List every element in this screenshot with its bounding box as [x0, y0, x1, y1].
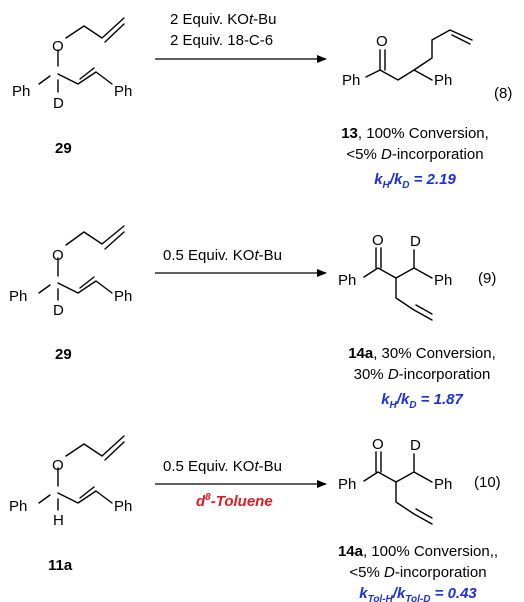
phenyl-label: Ph	[342, 72, 360, 89]
reagent-line-1: 0.5 Equiv. KOt-Bu	[163, 247, 282, 264]
kinetic-isotope-effect: kH/kD = 1.87	[381, 391, 463, 411]
compound-label-11a: 11a	[48, 557, 73, 574]
hydrogen-atom-label: H	[53, 512, 64, 529]
ph-carbon-bond	[38, 494, 51, 504]
ph-carbon-bond	[38, 75, 51, 85]
allyl-chain-bonds	[65, 17, 125, 39]
phenyl-label: Ph	[434, 272, 452, 289]
terminal-double-line	[415, 508, 433, 519]
allyl-chain-bonds	[65, 225, 125, 246]
equation-number: (8)	[494, 85, 512, 102]
compound-label-29: 29	[55, 140, 72, 157]
reactant-29-structure: O Ph D Ph	[12, 17, 132, 112]
reagent-line-2: 2 Equiv. 18-C-6	[170, 32, 273, 49]
allyl-chain-bonds	[395, 481, 433, 525]
phenyl-label: Ph	[114, 288, 132, 305]
phenyl-label: Ph	[338, 476, 356, 493]
product-14a-structure: O D Ph Ph	[338, 232, 452, 321]
reactant-11a-structure: O Ph H Ph	[9, 435, 132, 529]
reagent-line-1: 0.5 Equiv. KOt-Bu	[163, 458, 282, 475]
vinyl-double-bond-line	[79, 486, 95, 499]
allyl-double-bond-line	[104, 231, 125, 250]
vinyl-double-bond-line	[79, 276, 95, 289]
oxygen-atom-label: O	[52, 247, 64, 264]
reaction-8: O Ph D Ph 29 2 Equiv. KOt-Bu 2 Equiv. 18…	[12, 11, 512, 191]
allyl-double-bond-line	[104, 23, 125, 43]
equation-number: (10)	[474, 474, 501, 491]
carbonyl-oxygen-label: O	[376, 33, 388, 50]
phenyl-label: Ph	[114, 498, 132, 515]
deuterium-atom-label: D	[410, 437, 421, 454]
vinyl-double-bond-line	[79, 67, 95, 80]
terminal-double-line	[415, 304, 433, 315]
vinyl-bonds	[57, 280, 113, 294]
result-line-1: 14a, 100% Conversion,,	[338, 543, 498, 560]
phenyl-label: Ph	[9, 498, 27, 515]
vinyl-bonds	[57, 490, 113, 504]
kinetic-isotope-effect: kTol-H/kTol-D = 0.43	[359, 585, 477, 602]
compound-label-29: 29	[55, 346, 72, 363]
deuterium-atom-label: D	[410, 233, 421, 250]
carbonyl-oxygen-label: O	[372, 436, 384, 453]
backbone-bonds	[363, 471, 433, 483]
backbone-bonds	[363, 267, 433, 279]
product-13-structure: O Ph Ph	[342, 29, 473, 89]
phenyl-label: Ph	[114, 83, 132, 100]
phenyl-label: Ph	[338, 272, 356, 289]
reactant-29-structure: O Ph D Ph	[9, 225, 132, 319]
kinetic-isotope-effect: kH/kD = 2.19	[374, 171, 456, 191]
result-line-2: <5% D-incorporation	[349, 564, 486, 581]
allyl-chain-bonds	[395, 277, 433, 321]
result-line-1: 14a, 30% Conversion,	[348, 345, 496, 362]
backbone-bonds	[365, 69, 433, 81]
phenyl-label: Ph	[434, 476, 452, 493]
terminal-double-line	[451, 34, 471, 45]
phenyl-label: Ph	[9, 288, 27, 305]
ph-carbon-bond	[38, 284, 51, 294]
phenyl-label: Ph	[434, 72, 452, 89]
reaction-9: O Ph D Ph 29 0.5 Equiv. KOt-Bu O D Ph Ph…	[9, 225, 496, 411]
deuterium-atom-label: D	[53, 302, 64, 319]
deuterium-atom-label: D	[53, 95, 64, 112]
product-14a-structure: O D Ph Ph	[338, 436, 452, 525]
carbonyl-oxygen-label: O	[372, 232, 384, 249]
allyl-double-bond-line	[104, 441, 125, 461]
phenyl-label: Ph	[12, 83, 30, 100]
equation-number: (9)	[478, 270, 496, 287]
oxygen-atom-label: O	[52, 38, 64, 55]
solvent-label: d8-Toluene	[196, 492, 273, 510]
reagent-line-1: 2 Equiv. KOt-Bu	[170, 11, 276, 28]
oxygen-atom-label: O	[52, 457, 64, 474]
result-line-2: 30% D-incorporation	[354, 366, 491, 383]
result-line-1: 13, 100% Conversion,	[341, 125, 489, 142]
reaction-10: O Ph H Ph 11a 0.5 Equiv. KOt-Bu d8-Tolue…	[9, 435, 501, 602]
result-line-2: <5% D-incorporation	[346, 146, 483, 163]
side-chain-bonds	[413, 29, 473, 71]
allyl-chain-bonds	[65, 435, 125, 457]
vinyl-bonds	[57, 71, 113, 85]
